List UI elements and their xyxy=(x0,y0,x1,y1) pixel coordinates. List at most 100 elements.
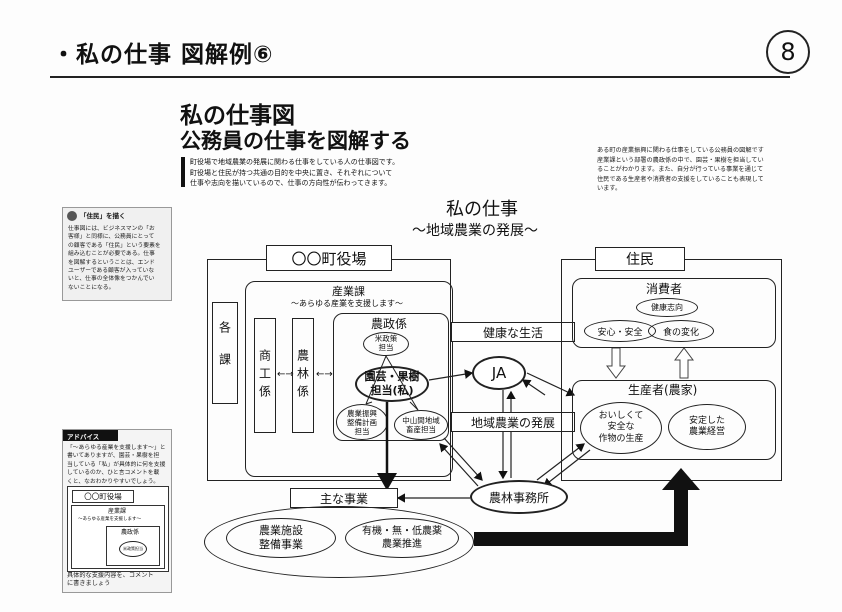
dept-label: 産業課 xyxy=(332,285,365,298)
tip-line: の顧客である「住民」という要素を xyxy=(68,242,161,249)
stable-line: 安定した xyxy=(688,415,725,426)
advice-line: 「〜あらゆる産業を支援します〜」と xyxy=(67,445,166,451)
ja-oval: JA xyxy=(472,356,526,390)
side-note-line: います。 xyxy=(597,185,622,193)
safety-label: 安心・安全 xyxy=(597,327,643,338)
arrow-forestry-agri: ←→ xyxy=(316,369,333,380)
intro-line: 仕事や志向を描いているので、仕事の方向性が伝わってきます。 xyxy=(190,179,392,187)
support-arrowhead xyxy=(662,468,700,490)
forestry-label: 農林係 xyxy=(295,348,310,403)
producers-label: 生産者(農家) xyxy=(628,383,698,397)
page-title: ・私の仕事 図解例⑥ xyxy=(52,42,274,68)
diet-label: 食の変化 xyxy=(662,327,699,338)
dept-box xyxy=(245,281,453,477)
intro-text: 町役場で地域農業の発展に関わる仕事をしている人の仕事図です。 町役場と住民が持つ… xyxy=(190,157,490,189)
advice-line: くと、なおわかりやすいでしょう。 xyxy=(67,478,159,485)
tasty-line: 作物の生産 xyxy=(598,433,644,444)
mini-rice-oval: 米政策担当 xyxy=(119,541,147,557)
safety-oval: 安心・安全 xyxy=(584,320,656,342)
bureau-label: 農林事務所 xyxy=(488,490,549,505)
caption: 具体的な支援内容を、コメント に書きましょう xyxy=(67,572,171,589)
book-title-line1: 私の仕事図 xyxy=(180,102,295,129)
rice-line: 担当 xyxy=(378,343,394,352)
caption-line: に書きましょう xyxy=(67,580,111,588)
main-projects-oval xyxy=(204,506,474,578)
producers-box xyxy=(572,380,776,460)
page-number-circle: 8 xyxy=(766,30,810,74)
book-title-line2: 公務員の仕事を図解する xyxy=(180,128,411,153)
stable-line: 農業経営 xyxy=(688,427,725,437)
organic-line: 有機・無・低農薬 xyxy=(362,526,442,537)
advice-line: 当している「私」が具体的に何を支援 xyxy=(67,461,166,468)
dept-subtitle: 〜あらゆる産業を支援します〜 xyxy=(291,299,403,308)
mountain-line: 畜産担当 xyxy=(406,425,436,434)
diagram-subtitle: 〜地域農業の発展〜 xyxy=(412,223,538,239)
tip-line: ないことになる。 xyxy=(68,284,115,291)
office-label: 〇〇町役場 xyxy=(266,245,392,271)
main-projects-label: 主な事業 xyxy=(290,488,398,508)
regional-dev-label: 地域農業の発展 xyxy=(451,412,575,432)
promo-line: 農業振興 xyxy=(347,408,377,418)
side-note-line: ることがわかります。また、自分が行っている事業を通じて xyxy=(597,166,764,174)
tip-line: を図解するということは、エンド xyxy=(68,259,155,266)
mini-dept-sub: 〜あらゆる産業を支援します〜 xyxy=(78,517,141,522)
rice-line: 米政策 xyxy=(374,334,398,344)
healthy-life-label: 健康な生活 xyxy=(451,322,575,342)
intro-line: 町役場と住民が持つ共通の目的を中央に置き、それぞれについて xyxy=(190,168,393,177)
tip-line: いと、仕事の全体像をつかんでい xyxy=(68,276,155,283)
tip-line: 組み込むことが必要である。仕事 xyxy=(68,251,155,258)
tasty-line: 安全な xyxy=(607,422,635,433)
mini-section-box: 農政係 米政策担当 xyxy=(106,526,160,566)
lightbulb-icon xyxy=(67,211,77,221)
mini-rice: 米政策担当 xyxy=(123,546,143,551)
page-number: 8 xyxy=(780,38,796,66)
caption-line: 具体的な支援内容を、コメント xyxy=(67,572,154,579)
support-arrow-vertical xyxy=(674,488,688,546)
mountain-line: 中山間地域 xyxy=(402,416,440,425)
consumers-label: 消費者 xyxy=(646,282,683,296)
intro-bar xyxy=(181,157,185,187)
advice-box: アドバイス 「〜あらゆる産業を支援します〜」と 書いてありますが、園芸・果樹を担… xyxy=(62,429,172,593)
advice-line: 書いてありますが、園芸・果樹を担 xyxy=(67,453,160,460)
mini-dept-box: 産業課 〜あらゆる産業を支援します〜 農政係 米政策担当 xyxy=(71,505,165,569)
residents-label: 住民 xyxy=(595,247,685,271)
health-oval: 健康志向 xyxy=(636,298,698,317)
me-line: 担当(私) xyxy=(370,384,414,397)
other-sections: 各課 xyxy=(217,321,232,385)
other-sections-box: 各課 xyxy=(212,302,238,404)
consumers-box xyxy=(572,278,776,348)
tasty-line: おいしくて xyxy=(598,411,644,422)
organic-oval: 有機・無・低農薬 農業推進 xyxy=(345,518,459,558)
mini-dept: 産業課 xyxy=(108,508,127,515)
tip-body: 仕事図には、ビジネスマンの「お 客様」と同様に、公務員にとって の顧客である「住… xyxy=(68,225,168,292)
commerce-box: 商工係 xyxy=(254,318,276,433)
ja-label: JA xyxy=(491,364,507,382)
promo-line: 担当 xyxy=(354,426,370,436)
tip-line: 客様」と同様に、公務員にとって xyxy=(68,234,155,241)
promo-line: 整備計画 xyxy=(347,417,377,427)
organic-line: 農業推進 xyxy=(382,539,422,550)
mini-diagram: 〇〇町役場 産業課 〜あらゆる産業を支援します〜 農政係 米政策担当 xyxy=(67,486,169,572)
tip-box: 「住民」を描く 仕事図には、ビジネスマンの「お 客様」と同様に、公務員にとって … xyxy=(62,207,172,301)
support-arrow-horizontal xyxy=(474,532,688,546)
facility-oval: 農業施設 整備事業 xyxy=(226,518,336,558)
advice-body: 「〜あらゆる産業を支援します〜」と 書いてありますが、園芸・果樹を担 当している… xyxy=(67,444,169,486)
advice-line: しているのか、ひと言コメントを載 xyxy=(67,470,160,477)
commerce-label: 商工係 xyxy=(257,348,272,403)
intro-line: 町役場で地域農業の発展に関わる仕事をしている人の仕事図です。 xyxy=(190,158,400,166)
side-note-line: 産業課という部署の農政係の中で、園芸・果樹を担当してい xyxy=(597,156,764,164)
forestry-box: 農林係 xyxy=(292,318,314,433)
mini-section: 農政係 xyxy=(121,529,140,536)
tasty-oval: おいしくて 安全な 作物の生産 xyxy=(580,402,662,454)
bureau-oval: 農林事務所 xyxy=(470,480,568,514)
tip-line: 仕事図には、ビジネスマンの「お xyxy=(68,226,155,232)
side-note: ある町の産業振興に関わる仕事をしている公務員の図解です 産業課という部署の農政係… xyxy=(597,146,793,194)
advice-label: アドバイス xyxy=(63,430,118,441)
diet-oval: 食の変化 xyxy=(648,320,714,342)
stable-oval: 安定した 農業経営 xyxy=(668,404,746,450)
health-label: 健康志向 xyxy=(651,303,683,312)
mountain-oval: 中山間地域 畜産担当 xyxy=(394,410,448,440)
tip-title: 「住民」を描く xyxy=(80,212,126,220)
